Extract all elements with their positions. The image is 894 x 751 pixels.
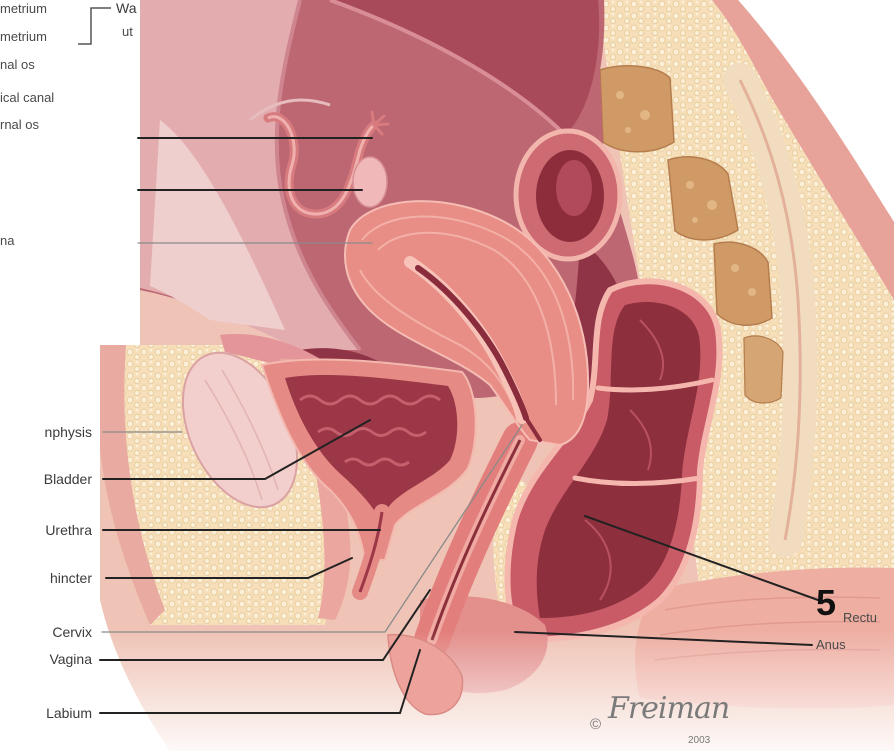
ovary	[353, 157, 387, 207]
artist-signature: Freiman	[608, 693, 729, 725]
label-rectum: Rectu	[843, 610, 877, 626]
label-bladder: Bladder	[0, 471, 92, 487]
rectum-marker-number: 5	[816, 583, 836, 623]
label-internal-os: nal os	[0, 57, 35, 73]
label-upper-fragment: na	[0, 233, 14, 249]
label-endometrium: metrium	[0, 1, 47, 17]
label-uterine-wall-line2: ut	[122, 24, 133, 40]
label-myometrium: metrium	[0, 29, 47, 45]
vertebra-3	[714, 242, 772, 325]
label-sphincter: hincter	[0, 570, 92, 586]
label-symphysis: nphysis	[0, 424, 92, 440]
label-anus: Anus	[816, 637, 846, 653]
label-external-os: rnal os	[0, 117, 39, 133]
label-cervix: Cervix	[0, 624, 92, 640]
label-cervical-canal: ical canal	[0, 90, 54, 106]
coccyx-segment	[744, 336, 783, 403]
label-vagina: Vagina	[0, 651, 92, 667]
copyright-symbol: ©	[590, 716, 601, 733]
label-urethra: Urethra	[0, 522, 92, 538]
label-panel-top	[0, 0, 138, 345]
label-uterine-wall-line1: Wa	[116, 0, 136, 16]
sigmoid-mucosa	[556, 160, 592, 216]
vertebra-1	[600, 66, 674, 152]
label-panel-left	[0, 345, 100, 751]
bottom-fade	[100, 630, 894, 751]
signature-year: 2003	[688, 735, 710, 746]
label-labium: Labium	[0, 705, 92, 721]
